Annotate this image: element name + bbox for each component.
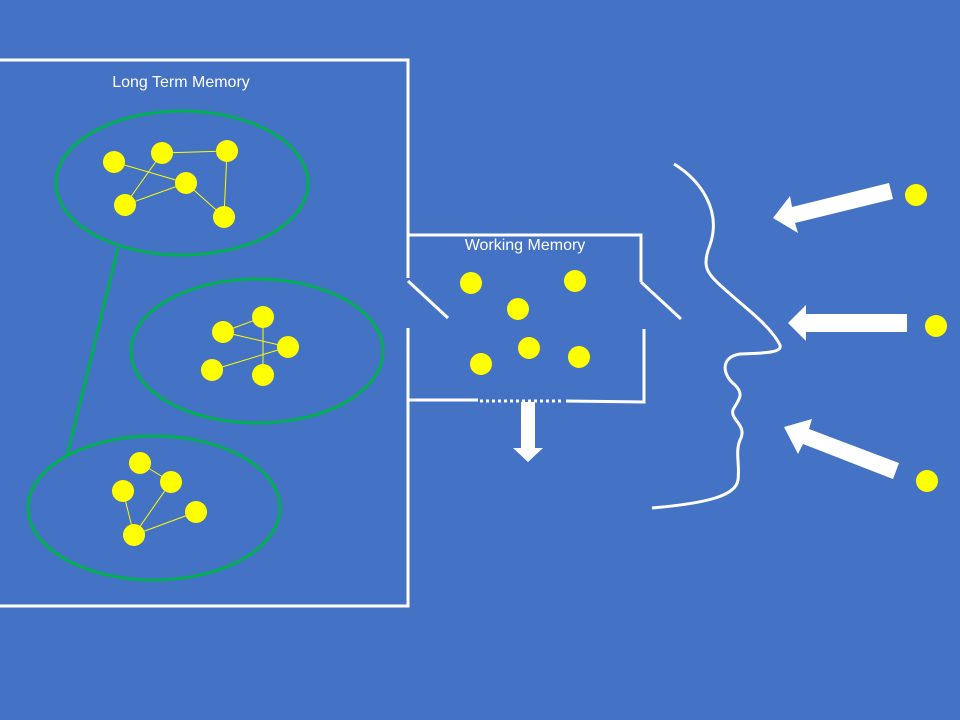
down-arrow-icon xyxy=(513,402,543,462)
schema-1 xyxy=(54,109,310,257)
schema-2 xyxy=(129,277,385,425)
item-node xyxy=(252,306,274,328)
item-node xyxy=(252,364,274,386)
item-node xyxy=(175,172,197,194)
item-node xyxy=(114,194,136,216)
item-node xyxy=(103,151,125,173)
long-term-memory-box xyxy=(0,58,410,608)
stimulus-node xyxy=(916,470,938,492)
item-node xyxy=(460,272,482,294)
item-node xyxy=(518,337,540,359)
working-memory-items xyxy=(460,270,590,375)
item-node xyxy=(213,206,235,228)
item-node xyxy=(216,140,238,162)
item-node xyxy=(564,270,586,292)
item-node xyxy=(507,298,529,320)
item-node xyxy=(129,452,151,474)
schema-3 xyxy=(26,434,282,582)
item-node xyxy=(470,353,492,375)
item-node xyxy=(123,524,145,546)
stimulus-node xyxy=(925,315,947,337)
item-node xyxy=(185,501,207,523)
working-memory-label: Working Memory xyxy=(465,237,586,254)
item-node xyxy=(160,471,182,493)
item-node xyxy=(201,359,223,381)
item-node xyxy=(568,346,590,368)
schema-connector xyxy=(65,247,120,457)
incoming-arrow-icon xyxy=(773,183,893,233)
stimulus-node xyxy=(905,184,927,206)
item-node xyxy=(277,336,299,358)
item-node xyxy=(212,321,234,343)
incoming-arrow-icon xyxy=(788,305,907,341)
item-node xyxy=(151,142,173,164)
face-profile xyxy=(651,162,782,510)
working-memory-box xyxy=(406,233,683,404)
item-node xyxy=(112,480,134,502)
incoming-arrow-icon xyxy=(784,419,899,479)
long-term-memory-label: Long Term Memory xyxy=(112,74,250,91)
